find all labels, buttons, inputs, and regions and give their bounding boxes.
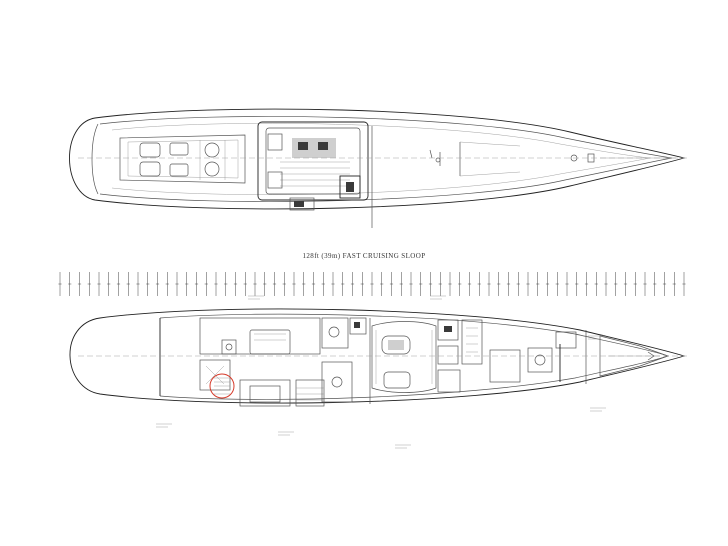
accommodation-plan (69, 295, 690, 449)
main-cockpit (257, 121, 373, 228)
saloon (371, 319, 461, 393)
frame-stations (58, 272, 686, 296)
room-label-marks (156, 295, 606, 449)
interior-hull-inner (159, 313, 670, 400)
stair-highlight-marker (209, 373, 235, 399)
aft-cockpit (119, 134, 246, 184)
deck-sheer-line (99, 116, 673, 202)
guest-cabins (321, 317, 371, 404)
drawing-title: 128ft (39m) FAST CRUISING SLOOP (302, 252, 426, 260)
deck-edge-inner (111, 123, 651, 195)
deck-plan (69, 108, 690, 228)
deck-transom (91, 123, 99, 195)
interior-hull-outline (69, 308, 686, 404)
companionway-stairs (214, 377, 230, 395)
deck-hull-outline (69, 108, 686, 210)
crew-quarters (461, 319, 587, 384)
foredeck (429, 141, 676, 177)
owner-suite (199, 317, 325, 407)
